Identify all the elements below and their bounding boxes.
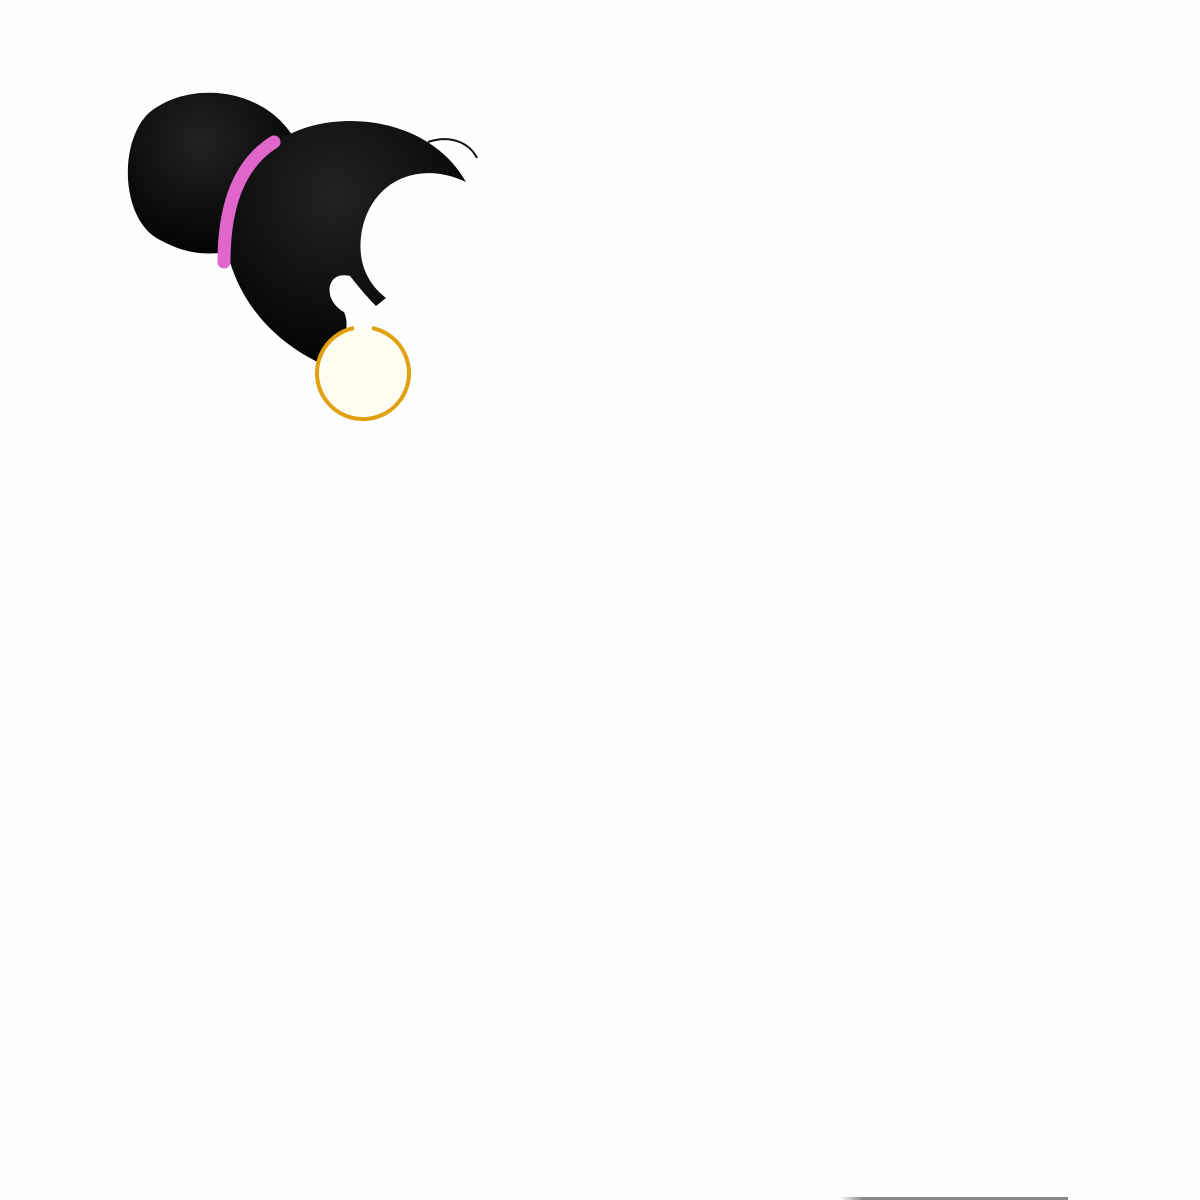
hair-main bbox=[225, 120, 466, 366]
hoop-earring bbox=[315, 326, 411, 422]
hair-bun bbox=[127, 92, 292, 254]
baseline bbox=[840, 1197, 1068, 1200]
hair-strand bbox=[427, 138, 478, 159]
earring-inner bbox=[318, 329, 406, 417]
hair-band bbox=[217, 135, 281, 269]
